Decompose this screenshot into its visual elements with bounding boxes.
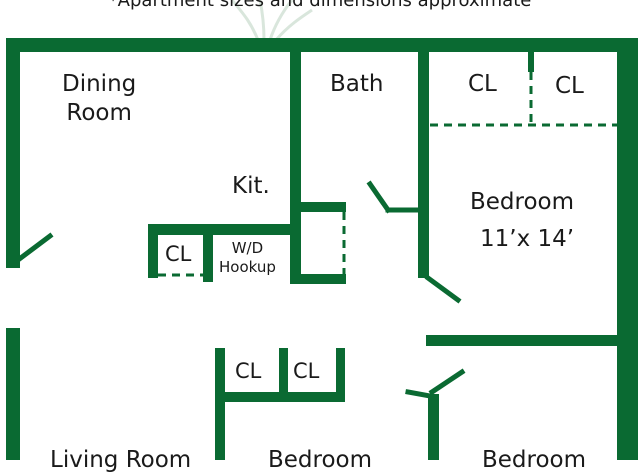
- closet-label-hall-right: CL: [293, 359, 320, 383]
- wall-closet-divider: [203, 224, 213, 282]
- wall-hall-closet-right: [336, 348, 345, 398]
- walls: [6, 38, 638, 460]
- door-bedroom-main: [424, 274, 462, 304]
- bedroom-2-label: Bedroom: [268, 447, 373, 473]
- door-entry: [14, 232, 54, 264]
- washer-dryer-label: W/D Hookup: [219, 239, 276, 276]
- wall-bath-closet-bottom: [290, 274, 346, 284]
- door-bath-a: [366, 180, 392, 214]
- living-room-label: Living Room: [50, 447, 192, 473]
- closet-label-top-left: CL: [468, 71, 497, 97]
- wall-bedroom-bottom: [426, 335, 638, 346]
- wall-bedrooms-lower: [428, 394, 439, 460]
- wall-dining-bath: [290, 38, 301, 284]
- wall-left-upper: [6, 38, 20, 268]
- closet-label-top-right: CL: [555, 73, 584, 99]
- wall-kitchen-closet-top: [148, 224, 298, 235]
- dining-room-label: Dining Room: [62, 71, 137, 126]
- wall-bath-closet-top: [290, 202, 346, 212]
- wall-right: [617, 38, 638, 460]
- wall-hall-closets-left: [215, 348, 225, 460]
- kitchen-label: Kit.: [232, 173, 270, 199]
- dashed-lines: [158, 72, 617, 277]
- wall-bath-bedroom: [418, 38, 429, 278]
- bath-label: Bath: [330, 71, 384, 97]
- closet-label-kitchen: CL: [165, 242, 192, 266]
- note-text: *Apartment sizes and dimensions approxim…: [108, 0, 532, 11]
- bedroom-main-size: 11’x 14’: [480, 226, 575, 252]
- door-swings: [14, 180, 466, 399]
- wall-hall-closet-divider: [279, 348, 288, 398]
- plant-watermark: [230, 0, 313, 41]
- door-bedroom-3-a: [405, 389, 433, 399]
- floor-plan: [6, 0, 638, 460]
- wall-kitchen-closet-left: [148, 224, 158, 278]
- bedroom-main-label: Bedroom: [470, 189, 575, 215]
- closet-label-hall-left: CL: [235, 359, 262, 383]
- door-bedroom-3-b: [428, 368, 466, 396]
- wall-top: [6, 38, 638, 52]
- wall-top-closet-divider: [528, 52, 534, 72]
- wall-left-lower: [6, 328, 20, 460]
- bedroom-3-label: Bedroom: [482, 447, 587, 473]
